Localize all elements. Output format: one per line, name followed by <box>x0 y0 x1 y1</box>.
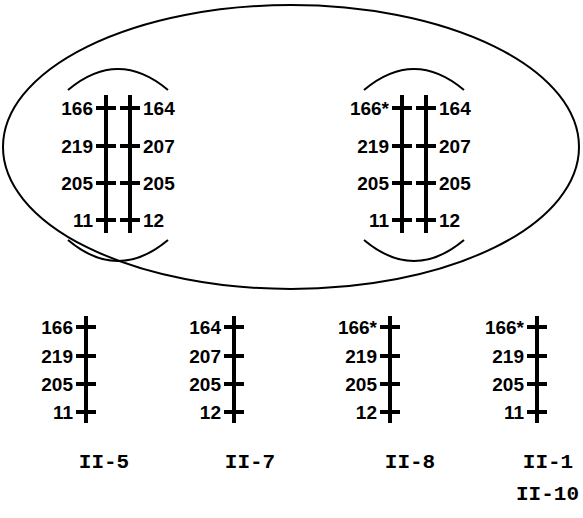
allele-marker: 166 <box>41 318 73 337</box>
spindle-arc <box>364 69 464 90</box>
allele-marker: 205 <box>143 174 175 193</box>
allele-marker: 219 <box>492 347 524 366</box>
cell-outline <box>3 5 579 289</box>
allele-marker: 219 <box>357 137 389 156</box>
allele-marker: 207 <box>189 347 221 366</box>
individual-id: II-1 <box>523 452 573 473</box>
allele-marker: 12 <box>356 403 377 422</box>
allele-marker: 12 <box>143 211 164 230</box>
allele-marker: 166 <box>61 99 93 118</box>
allele-marker: 164 <box>143 99 175 118</box>
spindle-arc <box>68 69 168 90</box>
allele-marker: 205 <box>492 375 524 394</box>
allele-marker: 166* <box>338 318 377 337</box>
allele-marker: 11 <box>369 211 389 230</box>
allele-marker: 12 <box>200 403 221 422</box>
allele-marker: 219 <box>345 347 377 366</box>
allele-marker: 219 <box>41 347 73 366</box>
allele-marker: 205 <box>357 174 389 193</box>
individual-id: II-10 <box>516 484 579 505</box>
allele-marker: 166* <box>350 99 389 118</box>
allele-marker: 164 <box>189 318 221 337</box>
allele-marker: 205 <box>41 375 73 394</box>
allele-marker: 166* <box>485 318 524 337</box>
individual-id: II-8 <box>385 452 435 473</box>
individual-id: II-5 <box>79 452 129 473</box>
allele-marker: 205 <box>189 375 221 394</box>
allele-marker: 205 <box>61 174 93 193</box>
chromosomes <box>76 95 547 423</box>
allele-marker: 205 <box>439 174 471 193</box>
allele-marker: 11 <box>73 211 93 230</box>
spindle-arc <box>68 240 168 261</box>
allele-marker: 207 <box>439 137 471 156</box>
individual-id: II-7 <box>225 452 275 473</box>
allele-marker: 205 <box>345 375 377 394</box>
allele-marker: 219 <box>61 137 93 156</box>
allele-marker: 11 <box>53 403 73 422</box>
allele-marker: 164 <box>439 99 471 118</box>
spindle-arc <box>364 240 464 261</box>
allele-marker: 207 <box>143 137 175 156</box>
allele-marker: 12 <box>439 211 460 230</box>
allele-marker: 11 <box>504 403 524 422</box>
